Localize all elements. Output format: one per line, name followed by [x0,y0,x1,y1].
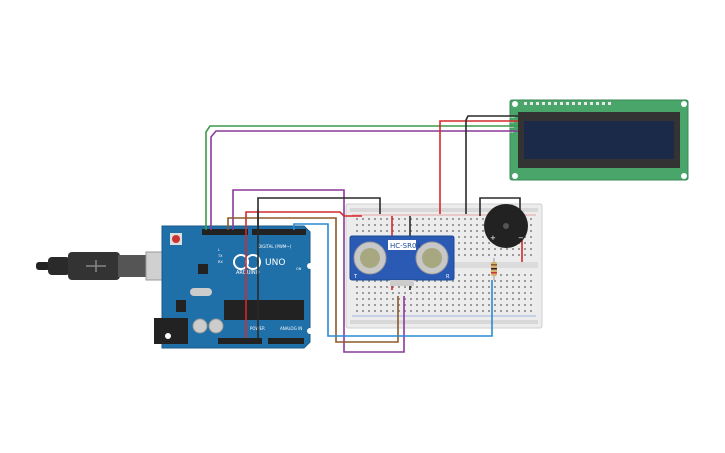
rx-label: RX [218,260,223,264]
arduino-brand-label: ARDUINO [236,270,260,276]
lcd-module: GND VCC SDA SCL [508,99,689,181]
wire-purple-sensor [232,189,405,353]
wires [205,115,523,353]
lcd-pin-vcc: VCC [508,120,514,124]
wire-black-buzzer [479,197,521,216]
sensor-model-label: HC-SR04 [390,242,421,250]
tx-label: TX [217,254,223,258]
sensor-t-label: T [353,274,358,280]
lcd-screen [524,121,674,159]
sensor-r-label: R [446,274,450,280]
arduino-uno: ARDUINO UNO DIGITAL (PWM~) POWER ANALOG … [154,225,313,349]
wire-brown-sensor [227,217,399,343]
digital-header-label: DIGITAL (PWM~) [258,244,292,249]
wire-red-lcd [439,120,518,214]
wire-blue-buzzer [293,223,493,337]
atmega-chip [224,300,304,320]
lcd-pin-sda: SDA [508,125,515,129]
lcd-pin-gnd: GND [508,115,516,119]
on-label: ON [296,267,302,271]
resistor [491,258,497,280]
buzzer-plus-label: + [490,234,496,242]
reset-button[interactable] [172,235,180,243]
l-label: L [218,248,220,252]
usb-cable [36,251,173,281]
lcd-header-pins [524,102,611,105]
wire-black-lcd [465,115,518,214]
wire-purple-lcd [210,130,518,230]
piezo-buzzer: + − [484,204,528,248]
lcd-pin-scl: SCL [508,130,514,134]
arduino-model-label: UNO [265,258,285,268]
hc-sr04-sensor: HC-SR04 T R [349,235,455,286]
wire-red-5v [245,211,362,338]
wire-green [205,125,518,230]
buzzer-minus-label: − [518,234,524,242]
analog-label: ANALOG IN [280,326,302,331]
